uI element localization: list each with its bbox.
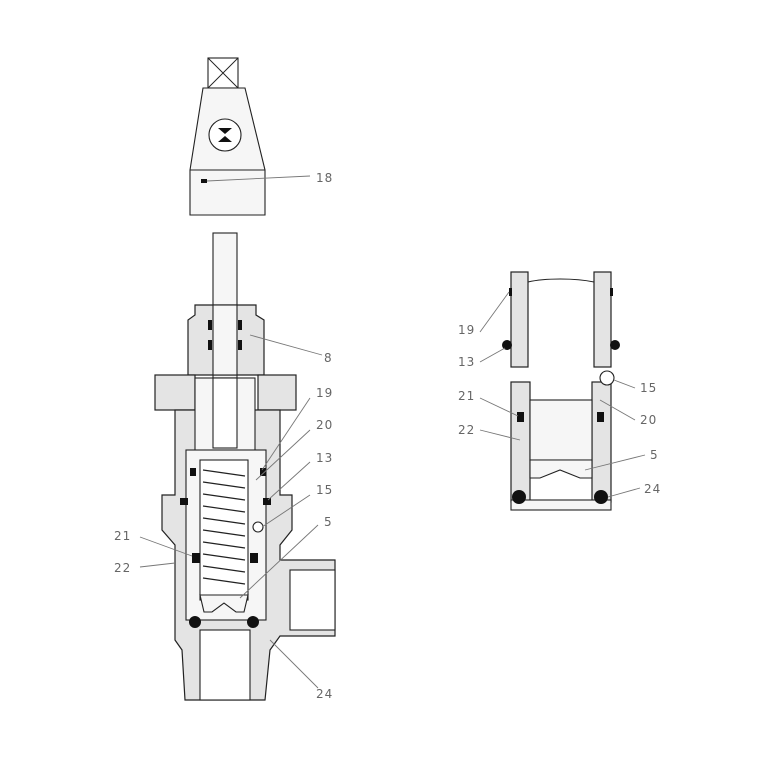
label-18: 18 — [316, 171, 333, 185]
label-13: 13 — [316, 451, 333, 465]
part-labels-left: 18 8 19 20 13 15 5 21 22 24 — [114, 171, 333, 701]
label-5: 5 — [650, 448, 659, 462]
label-24: 24 — [316, 687, 333, 701]
label-13: 13 — [458, 355, 475, 369]
label-19: 19 — [458, 323, 475, 337]
label-21: 21 — [458, 389, 475, 403]
label-20: 20 — [316, 418, 333, 432]
ball-icon — [252, 521, 264, 533]
label-22: 22 — [458, 423, 475, 437]
label-20: 20 — [640, 413, 657, 427]
cartridge-detail-section — [502, 271, 620, 511]
logo-icon — [208, 118, 242, 152]
label-15: 15 — [316, 483, 333, 497]
label-8: 8 — [324, 351, 333, 365]
label-21: 21 — [114, 529, 131, 543]
handle-cap — [189, 57, 266, 216]
label-19: 19 — [316, 386, 333, 400]
valve-body-section — [154, 232, 336, 701]
label-22: 22 — [114, 561, 131, 575]
label-15: 15 — [640, 381, 657, 395]
label-5: 5 — [324, 515, 333, 529]
label-24: 24 — [644, 482, 661, 496]
leader-lines — [139, 175, 646, 689]
spring — [202, 469, 246, 585]
part-labels-right: 19 13 21 22 15 20 5 24 — [458, 323, 661, 496]
